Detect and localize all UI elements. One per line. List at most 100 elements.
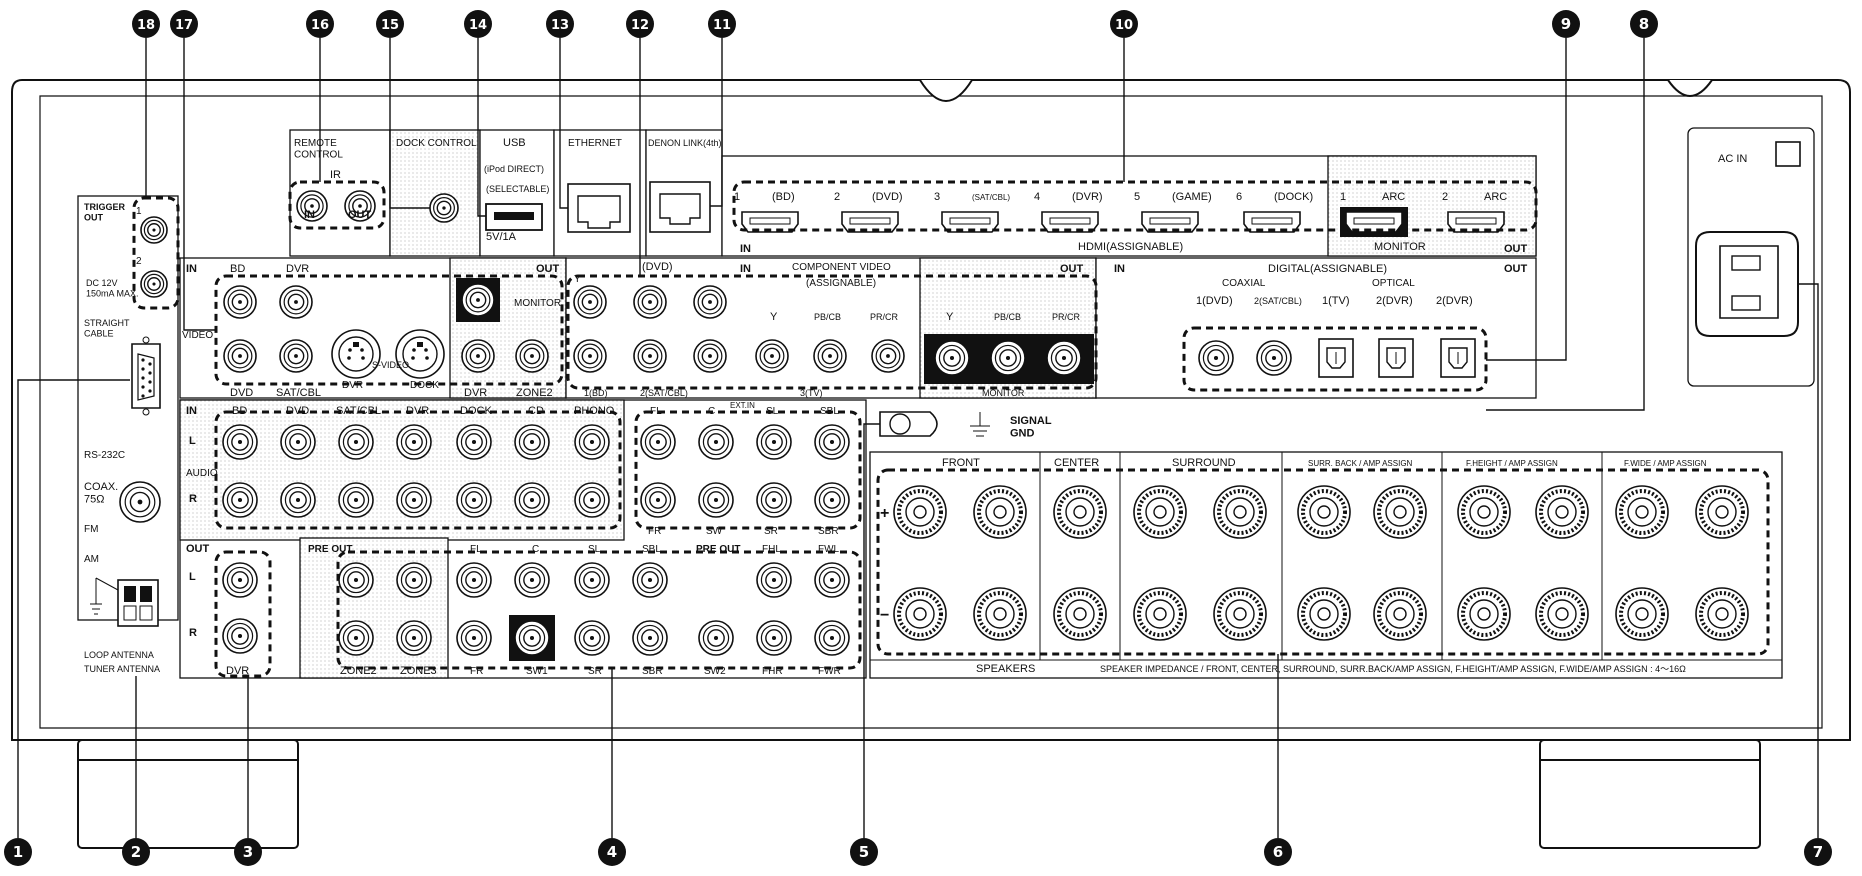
video-in-label: IN xyxy=(186,263,197,275)
speaker-post-positive-5 xyxy=(1213,485,1267,539)
component-pb-label: PB/CB xyxy=(814,312,841,322)
jack-pin xyxy=(589,635,595,641)
svideo-pin xyxy=(411,356,415,360)
speaker-post-negative-1 xyxy=(893,587,947,641)
preout-c-label: C xyxy=(532,544,539,555)
speaker-post-negative-4 xyxy=(1133,587,1187,641)
post-knurl xyxy=(1137,489,1183,535)
callout-leader-line xyxy=(183,38,216,331)
hdmi-label: HDMI(ASSIGNABLE) xyxy=(1078,241,1183,253)
ext-in-sr-label: SR xyxy=(764,526,778,537)
ext-in-top-jack-3 xyxy=(756,424,792,460)
component-group2-label: 2(SAT/CBL) xyxy=(640,388,688,398)
am-terminal-3 xyxy=(123,605,137,621)
jack-pin xyxy=(770,354,774,358)
jack-pin xyxy=(829,577,835,583)
preout-zone2-label: ZONE2 xyxy=(340,665,377,677)
ext-in-label: EXT.IN xyxy=(730,401,755,410)
hdmi-input-2 xyxy=(841,211,899,233)
gnd-symbol xyxy=(970,412,990,437)
digital-in-label: IN xyxy=(1114,263,1125,275)
post-hole xyxy=(1715,505,1729,519)
jack-pin xyxy=(713,497,719,503)
speaker-post-negative-6 xyxy=(1297,587,1351,641)
rs232c-pin xyxy=(141,385,145,389)
component-monitor-out-jack-2 xyxy=(990,340,1026,376)
preout-sr-label: SR xyxy=(588,666,602,677)
audio-in-dvr-label: DVR xyxy=(406,405,429,417)
svideo-pin xyxy=(412,348,416,352)
hdmi-tongue xyxy=(1149,217,1191,225)
coax-label: COAX.75Ω xyxy=(84,481,118,506)
post-hole xyxy=(1555,505,1569,519)
post-hole xyxy=(913,505,927,519)
ir-label: IR xyxy=(330,169,341,181)
callout-badge-11: 11 xyxy=(708,10,736,38)
am-terminal-1 xyxy=(124,586,136,602)
component-video-label: COMPONENT VIDEO xyxy=(792,262,891,273)
ext-in-sbl-label: SBL xyxy=(820,406,839,417)
minus-symbol: − xyxy=(880,607,889,624)
am-terminal-4 xyxy=(139,605,153,621)
rs232c-pin xyxy=(148,371,152,375)
jack-pin xyxy=(353,577,359,583)
rs232c-port xyxy=(131,336,161,416)
post-knurl xyxy=(1461,489,1507,535)
remote-out-label: OUT xyxy=(348,209,372,221)
callout-number: 2 xyxy=(131,843,141,861)
ethernet-port xyxy=(567,183,631,233)
video-dvr-top-label: DVR xyxy=(286,263,309,275)
post-knurl xyxy=(1619,489,1665,535)
ext-in-sw-label: SW xyxy=(706,526,723,537)
denon-link-port xyxy=(649,181,711,233)
jack-pin xyxy=(1271,355,1277,361)
post-hole xyxy=(993,505,1007,519)
ext-in-bottom-jack-2 xyxy=(698,482,734,518)
svideo-pin xyxy=(347,356,351,360)
hdmi-input-source: (DVR) xyxy=(1072,191,1103,203)
jack-pin xyxy=(655,497,661,503)
audio-in-r-jack-4 xyxy=(396,482,432,518)
hdmi-shell xyxy=(1243,211,1301,233)
jack-pin xyxy=(353,635,359,641)
post-knurl xyxy=(1699,591,1745,637)
audio-in-l-jack-5 xyxy=(456,424,492,460)
ethernet-label: ETHERNET xyxy=(568,138,622,149)
preout-sw1-label: SW1 xyxy=(526,666,548,677)
hdmi-tongue xyxy=(849,217,891,225)
audio-r-label: R xyxy=(189,493,197,505)
audio-in-l-jack-3 xyxy=(338,424,374,460)
video-out-dvr-jack xyxy=(461,339,495,373)
component-out-pb-label: PB/CB xyxy=(994,312,1021,322)
callout-badge-14: 14 xyxy=(464,10,492,38)
jack-pin xyxy=(237,439,243,445)
speaker-post-positive-4 xyxy=(1133,485,1187,539)
trigger-2-label: 2 xyxy=(136,256,142,267)
preout-fwl-label: FWL xyxy=(818,544,840,555)
speaker-impedance-label: SPEAKER IMPEDANCE / FRONT, CENTER, SURRO… xyxy=(1100,664,1686,674)
jack-pin xyxy=(1213,355,1219,361)
post-knurl xyxy=(1217,591,1263,637)
optical-in-2-port xyxy=(1378,338,1414,378)
jack-pin xyxy=(708,354,712,358)
jack-pin xyxy=(237,577,243,583)
usb-ipod-direct-label: (iPod DIRECT) xyxy=(484,164,544,174)
jack-pin xyxy=(471,635,477,641)
speaker-post-positive-11 xyxy=(1695,485,1749,539)
video-monitor-label: MONITOR xyxy=(514,298,561,309)
audio-in-satcbl-label: SAT/CBL xyxy=(336,405,381,417)
preout-top-jack-4 xyxy=(632,562,668,598)
preout-bottom-jack-4 xyxy=(632,620,668,656)
post-knurl xyxy=(1301,591,1347,637)
audio-in-phono-label: PHONO xyxy=(574,405,615,417)
digital-out-label: OUT xyxy=(1504,263,1528,275)
hdmi-input-3 xyxy=(941,211,999,233)
jack-pin xyxy=(829,635,835,641)
hdmi-input-4 xyxy=(1041,211,1099,233)
svideo-key xyxy=(417,342,423,347)
audio-in-l-jack-4 xyxy=(396,424,432,460)
component-y-label: Y xyxy=(770,311,778,323)
post-hole xyxy=(1073,607,1087,621)
